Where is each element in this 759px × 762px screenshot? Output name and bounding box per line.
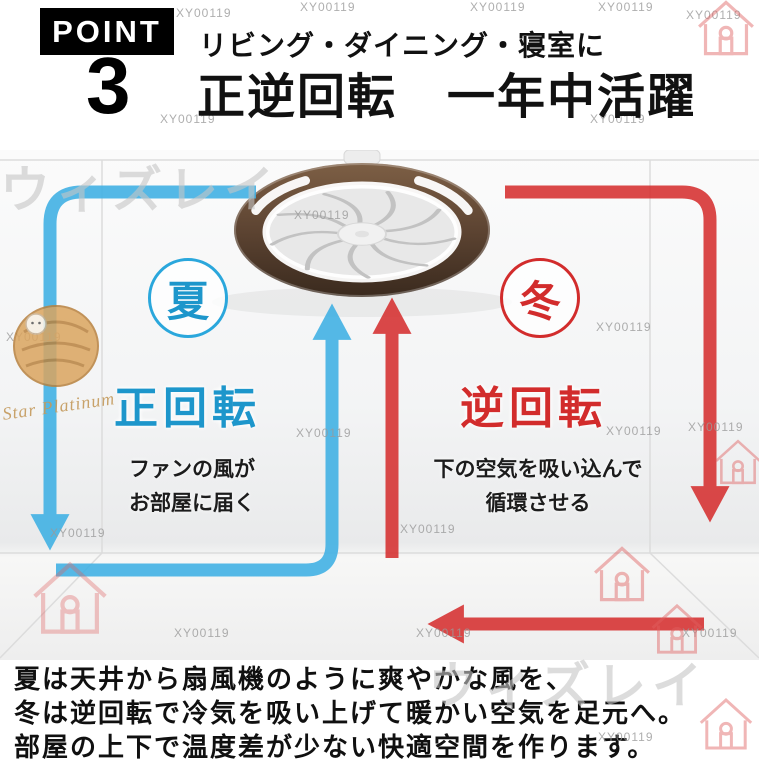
- fan-light-slit-right: [414, 176, 473, 215]
- subtitle: リビング・ダイニング・寝室に: [199, 31, 606, 62]
- winter-description: 下の空気を吸い込んで 循環させる: [420, 452, 656, 520]
- summer-desc-line2: お部屋に届く: [129, 491, 255, 515]
- winter-mode-label: 逆回転: [460, 384, 607, 433]
- fan-blades: [269, 191, 457, 279]
- winter-desc-line1: 下の空気を吸い込んで: [433, 457, 643, 481]
- winter-airflow-arrows: [372, 185, 730, 644]
- watermark-code: XY00119: [176, 6, 232, 20]
- footer-line: 部屋の上下で温度差が少ない快適空間を作ります。: [14, 733, 656, 762]
- summer-desc-line1: ファンの風が: [129, 457, 255, 481]
- watermark-code: XY00119: [470, 0, 526, 14]
- point-number: 3: [86, 41, 131, 130]
- winter-desc-line2: 循環させる: [485, 491, 591, 515]
- house-logo-icon: [698, 0, 754, 56]
- summer-description: ファンの風が お部屋に届く: [92, 452, 292, 520]
- point-label: POINT: [52, 13, 162, 49]
- winter-badge: 冬: [500, 258, 580, 338]
- footer-line: 夏は天井から扇風機のように爽やかな風を、: [14, 665, 575, 694]
- footer-line: 冬は逆回転で冷気を吸い上げて暖かい空気を足元へ。: [14, 699, 687, 728]
- summer-badge: 夏: [148, 258, 228, 338]
- ceiling-fan-image: [212, 150, 512, 317]
- watermark-code: XY00119: [598, 0, 654, 14]
- airflow-diagram: [0, 150, 759, 659]
- summer-airflow-arrows: [30, 185, 352, 577]
- fan-light-slit-left: [251, 176, 310, 215]
- room-photo: [0, 150, 759, 660]
- summer-mode-label: 正回転: [114, 384, 261, 433]
- footer-copy: 夏は天井から扇風機のように爽やかな風を、 冬は逆回転で冷気を吸い上げて暖かい空気…: [0, 660, 759, 762]
- watermark-code: XY00119: [686, 8, 742, 22]
- page-title: 正逆回転 一年中活躍: [197, 71, 698, 124]
- point-label-box: POINT: [40, 8, 174, 55]
- watermark-code: XY00119: [300, 0, 356, 14]
